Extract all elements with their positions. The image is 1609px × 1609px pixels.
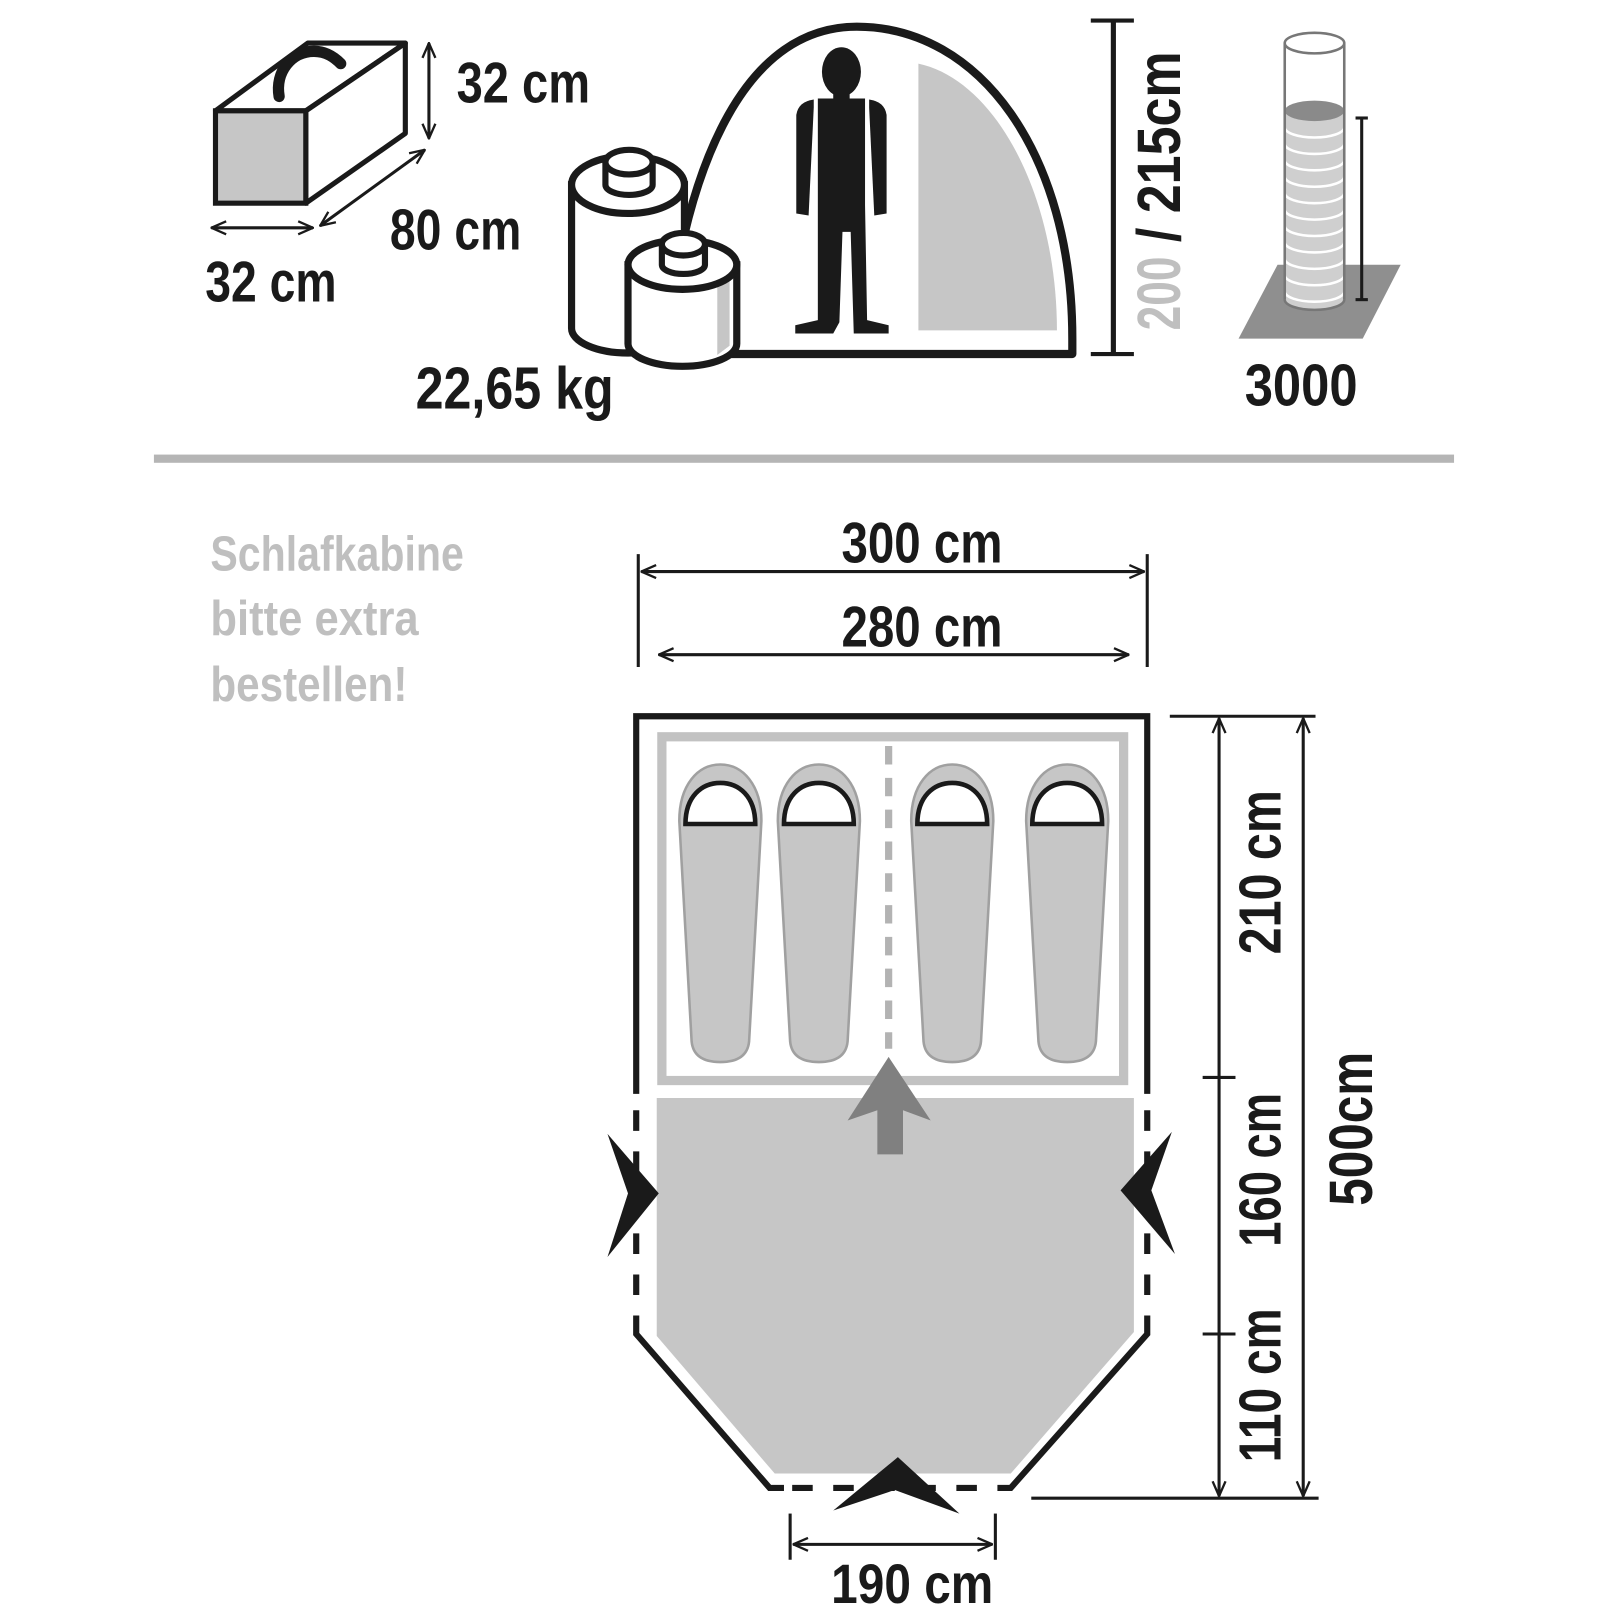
water-surface [1284,100,1345,122]
weight-small-icon [624,229,741,370]
person-icon [795,47,889,334]
notice-line-1: Schlafkabine [210,527,463,582]
sleeping-bag-3 [911,764,993,1062]
tent-outer-wall [633,713,1151,1094]
width-outer-label: 300 cm [841,511,1002,575]
tent-lower-wall-left [633,1315,784,1491]
front-width-dimension: 190 cm [788,1513,997,1609]
sleeping-bag-1 [679,764,761,1062]
water-column-group: 3000 [1238,31,1401,418]
tent-height-outer-label: / 215cm [1125,51,1194,242]
water-column-water [1284,110,1345,300]
bag-length-label: 80 cm [390,198,521,262]
weight-group: 22,65 kg [416,146,741,421]
width-inner-label: 280 cm [841,595,1002,659]
pack-size-group: 32 cm 80 cm 32 cm [205,40,590,315]
tent-height-inner-label: 200 [1125,257,1194,331]
water-column-glass [1283,31,1346,312]
door-right-arrow-icon [1120,1131,1175,1254]
vestibule-length-label: 110 cm [1227,1308,1294,1462]
living-area [656,1097,1134,1474]
door-left-arrow-icon [607,1133,659,1258]
water-column-label: 3000 [1245,351,1358,418]
water-layer-lines [1283,126,1346,303]
tent-lower-wall-right [997,1315,1151,1491]
cabin-length-label: 210 cm [1227,790,1294,954]
sleeping-bag-2 [778,764,860,1062]
sleeping-bag-4 [1026,764,1108,1062]
tent-height-label: 200 / 215cm [1125,51,1194,330]
weight-label: 22,65 kg [416,354,614,421]
tent-height-group: 200 / 215cm [660,18,1194,359]
living-length-label: 160 cm [1227,1093,1294,1247]
bag-width-label: 32 cm [205,251,336,315]
door-front-arrow-icon [833,1457,960,1514]
tent-inner-panel [918,63,1057,331]
section-divider [153,454,1455,463]
bag-height-label: 32 cm [457,52,590,116]
notice-line-2: bitte extra [210,591,419,646]
front-width-label: 190 cm [831,1553,993,1609]
floor-plan [607,713,1175,1514]
width-dimensions: 300 cm 280 cm [636,511,1149,667]
length-dimensions: 210 cm 160 cm 110 cm 500cm [1031,714,1386,1500]
notice-text: Schlafkabine bitte extra bestellen! [210,527,463,712]
notice-line-3: bestellen! [210,657,407,712]
total-length-label: 500cm [1317,1052,1386,1206]
bag-length-arrow [320,150,425,226]
bag-handle-icon [272,45,347,103]
entry-arrow-icon [847,1056,931,1155]
bag-front-face [212,108,309,206]
